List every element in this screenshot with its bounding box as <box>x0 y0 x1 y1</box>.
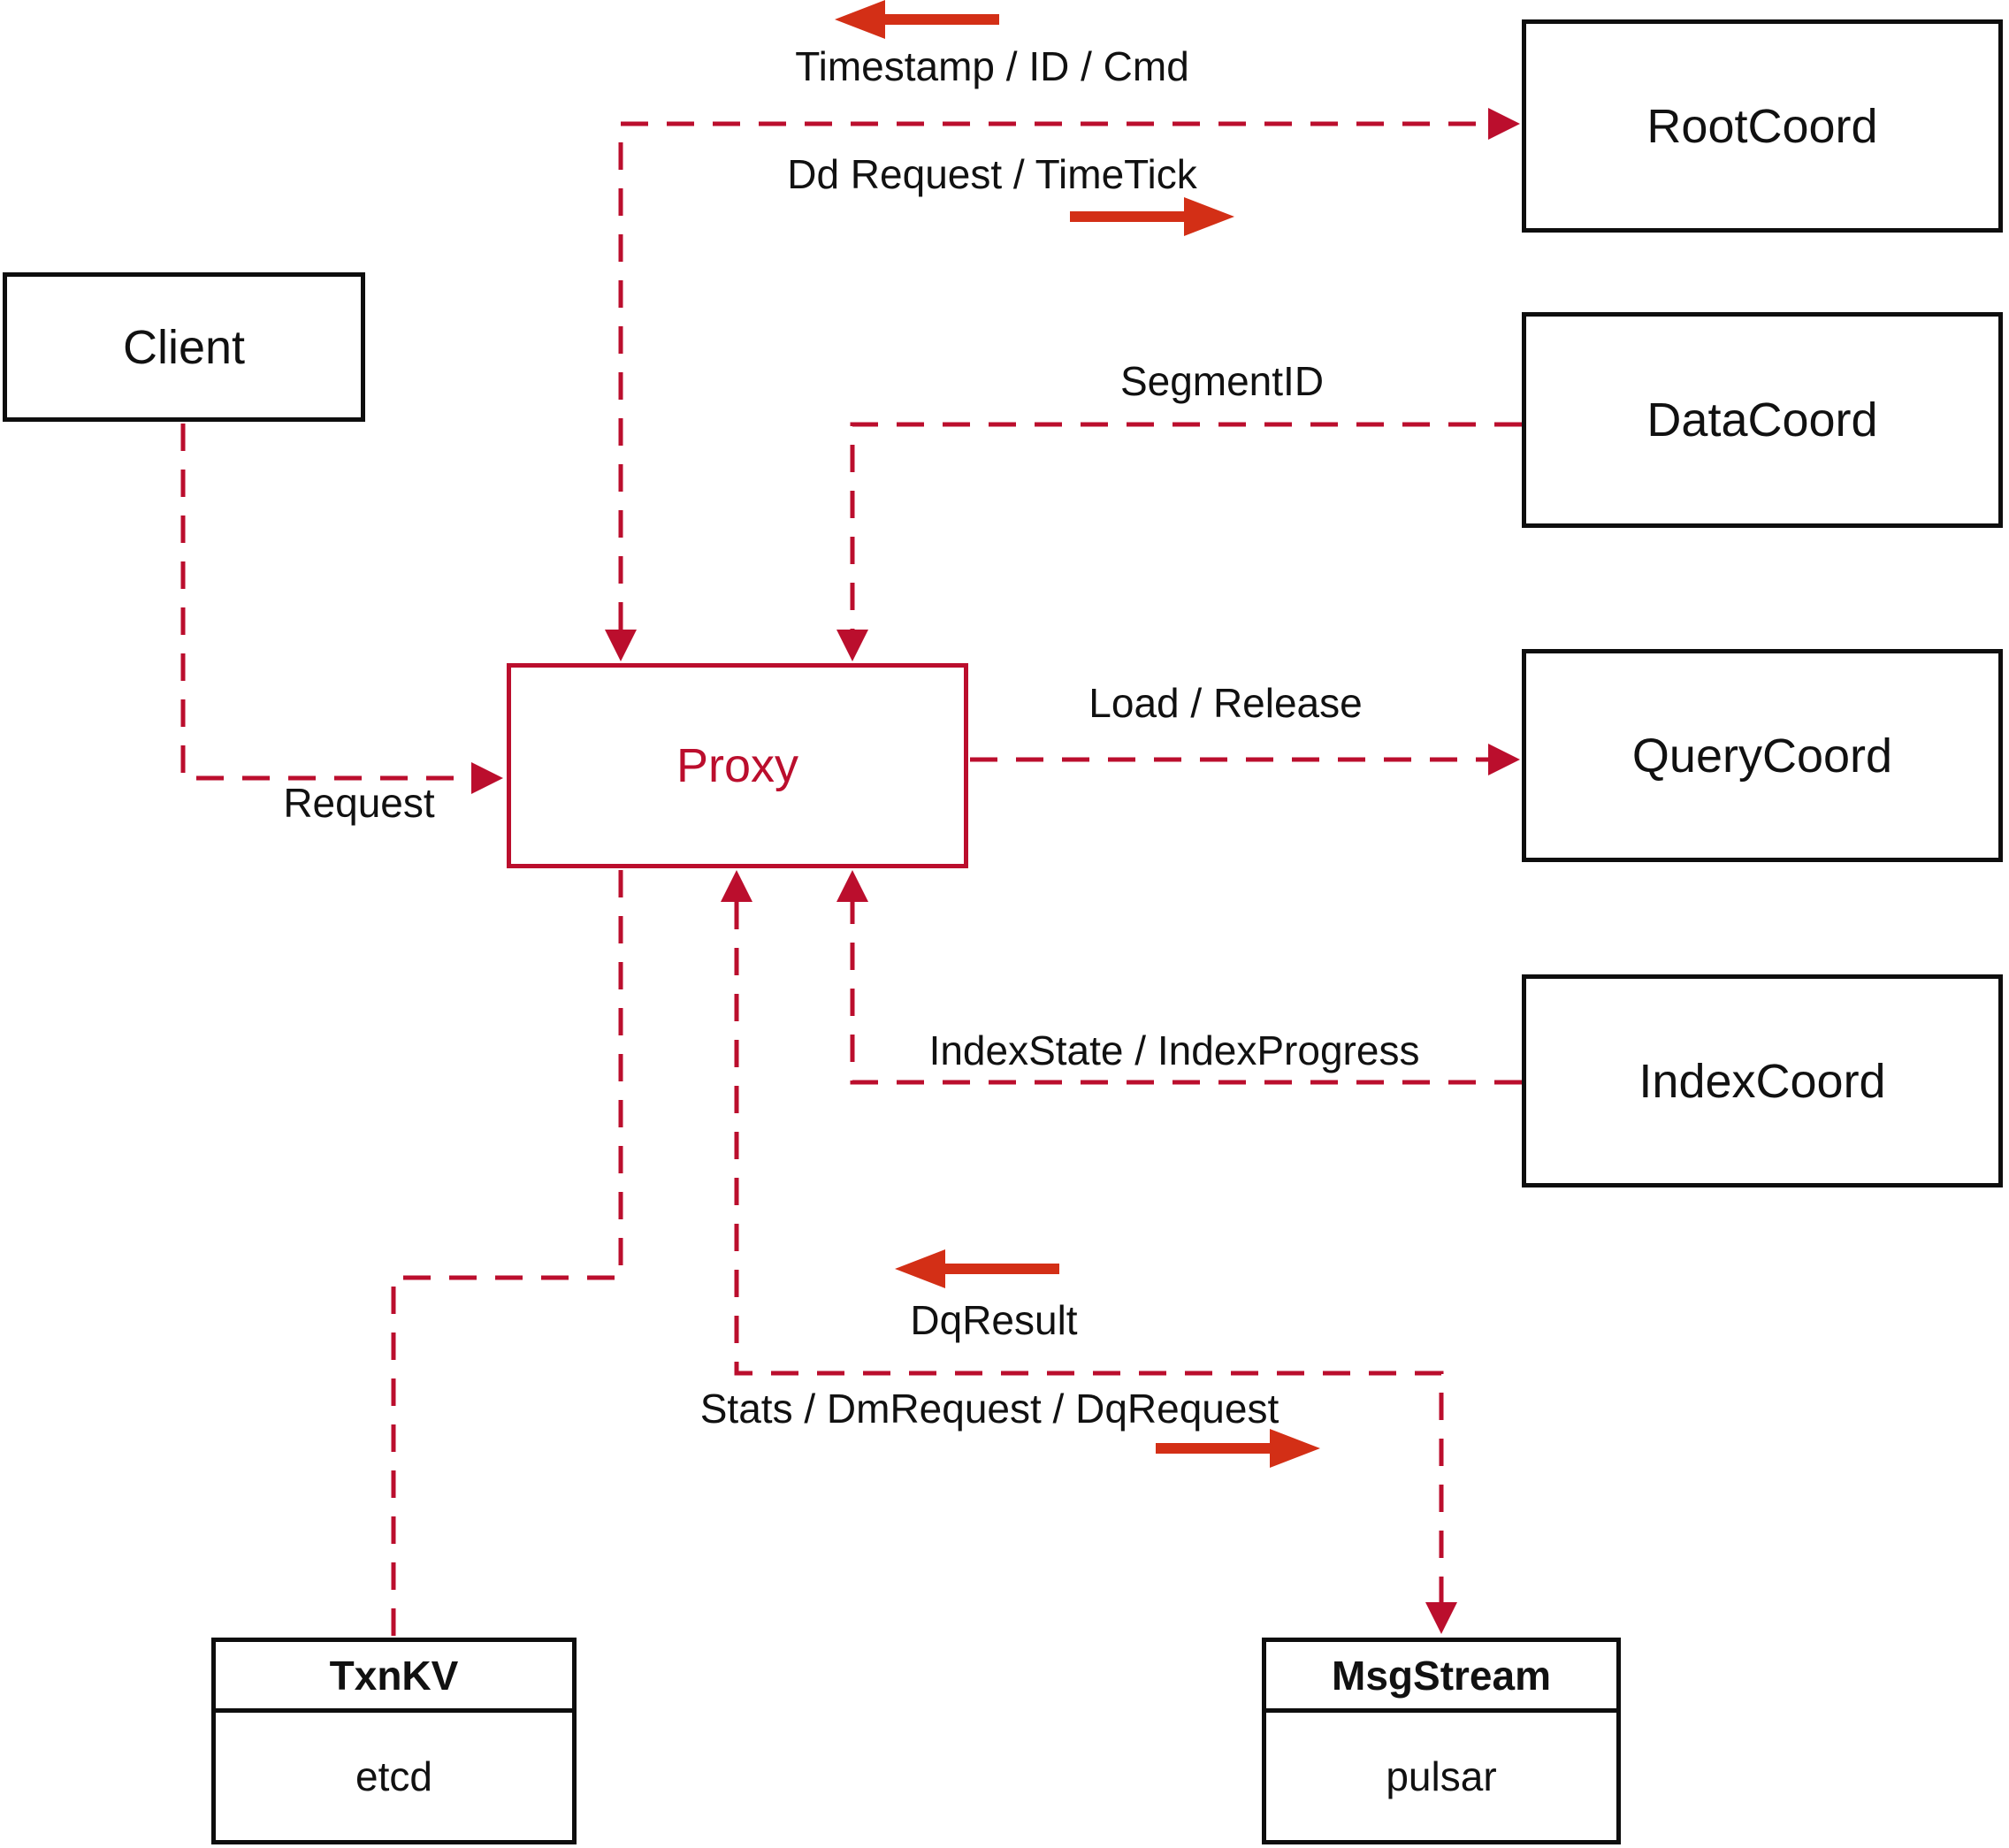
client-node: Client <box>3 272 365 422</box>
edge-label-dd-request: Dd Request / TimeTick <box>787 151 1197 197</box>
edge-label-index-state: IndexState / IndexProgress <box>928 1027 1420 1073</box>
edge-proxy-txnkv <box>391 870 623 1636</box>
arrowhead-into-proxy-top-right-icon <box>836 630 868 661</box>
querycoord-label: QueryCoord <box>1631 729 1893 783</box>
arrowhead-into-proxy-top-left-icon <box>605 630 637 661</box>
edge-label-stats: Stats / DmRequest / DqRequest <box>699 1386 1279 1432</box>
txnkv-title: TxnKV <box>216 1642 572 1713</box>
msgstream-subtitle: pulsar <box>1386 1753 1497 1799</box>
arrowhead-into-querycoord-icon <box>1488 744 1520 775</box>
indexcoord-label: IndexCoord <box>1639 1054 1886 1108</box>
txnkv-subtitle: etcd <box>355 1753 432 1799</box>
edge-proxy-msgstream <box>734 902 1444 1602</box>
direction-arrow-right-ddrequest-icon <box>1070 197 1234 236</box>
edge-client-proxy <box>180 424 471 781</box>
direction-arrow-left-timestamp-icon <box>835 0 999 39</box>
proxy-node: Proxy <box>507 663 968 868</box>
edge-label-dq-result: DqResult <box>910 1297 1078 1343</box>
edge-proxy-rootcoord <box>618 121 1488 630</box>
txnkv-node: TxnKV etcd <box>211 1638 577 1844</box>
datacoord-node: DataCoord <box>1522 312 2003 528</box>
proxy-label: Proxy <box>676 739 799 792</box>
edge-indexcoord-proxy <box>850 902 1522 1085</box>
arrowhead-into-msgstream-icon <box>1425 1602 1457 1634</box>
arrowhead-into-rootcoord-icon <box>1488 108 1520 140</box>
arrowhead-into-proxy-bottom-mid-icon <box>721 870 752 902</box>
msgstream-node: MsgStream pulsar <box>1262 1638 1621 1844</box>
edge-label-request: Request <box>283 780 435 826</box>
edge-label-timestamp: Timestamp / ID / Cmd <box>795 43 1189 89</box>
direction-arrow-right-stats-icon <box>1156 1429 1320 1468</box>
arrowhead-into-proxy-bottom-right-icon <box>836 870 868 902</box>
msgstream-title: MsgStream <box>1266 1642 1616 1713</box>
querycoord-node: QueryCoord <box>1522 649 2003 862</box>
rootcoord-node: RootCoord <box>1522 19 2003 233</box>
direction-arrow-left-dqresult-icon <box>895 1249 1059 1288</box>
edge-datacoord-proxy <box>850 422 1522 630</box>
indexcoord-node: IndexCoord <box>1522 974 2003 1187</box>
rootcoord-label: RootCoord <box>1646 99 1878 153</box>
edge-label-load-release: Load / Release <box>1089 680 1363 726</box>
arrowhead-into-proxy-left-icon <box>471 762 503 794</box>
datacoord-label: DataCoord <box>1646 393 1878 447</box>
client-label: Client <box>122 320 246 374</box>
edge-label-segment-id: SegmentID <box>1119 358 1325 404</box>
